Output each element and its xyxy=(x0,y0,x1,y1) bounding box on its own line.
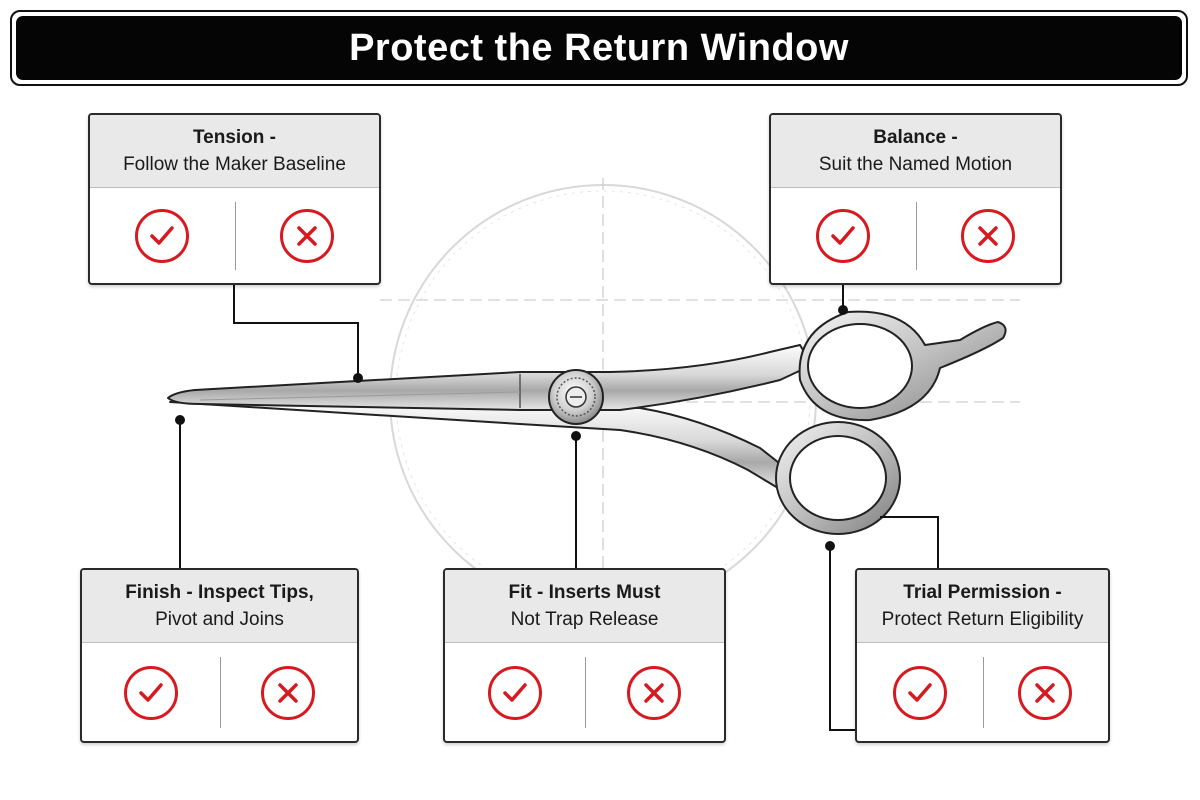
lower-blade xyxy=(169,401,789,489)
card-header: Trial Permission - Protect Return Eligib… xyxy=(857,570,1108,643)
card-header: Balance - Suit the Named Motion xyxy=(771,115,1060,188)
divider xyxy=(234,202,236,270)
card-body xyxy=(771,188,1060,283)
page-title: Protect the Return Window xyxy=(349,26,849,69)
card-body xyxy=(82,643,357,741)
card-fit: Fit - Inserts Must Not Trap Release xyxy=(443,568,726,743)
card-subtitle: Suit the Named Motion xyxy=(818,154,1013,175)
card-title: Finish - Inspect Tips, xyxy=(125,582,314,603)
divider xyxy=(982,657,984,728)
card-title: Balance - xyxy=(873,127,958,148)
card-balance: Balance - Suit the Named Motion xyxy=(769,113,1062,285)
card-title: Fit - Inserts Must xyxy=(508,582,661,603)
check-icon xyxy=(123,665,178,720)
title-bar: Protect the Return Window xyxy=(10,10,1188,86)
card-tension: Tension - Follow the Maker Baseline xyxy=(88,113,381,285)
divider xyxy=(219,657,221,728)
card-subtitle: Protect Return Eligibility xyxy=(881,609,1084,630)
check-icon xyxy=(892,665,947,720)
cross-icon xyxy=(279,209,334,263)
card-header: Fit - Inserts Must Not Trap Release xyxy=(445,570,724,643)
title-background: Protect the Return Window xyxy=(16,16,1182,80)
card-title: Tension - xyxy=(192,127,277,148)
connectors xyxy=(179,284,939,731)
card-header: Finish - Inspect Tips, Pivot and Joins xyxy=(82,570,357,643)
divider xyxy=(584,657,586,728)
connector-trial-side xyxy=(829,546,856,731)
upper-blade xyxy=(167,344,813,411)
check-icon xyxy=(487,665,542,720)
anchor-dots xyxy=(175,305,848,551)
cross-icon xyxy=(1018,665,1073,720)
connector-tension xyxy=(233,284,359,378)
divider xyxy=(915,202,917,270)
card-body xyxy=(90,188,379,283)
card-body xyxy=(445,643,724,741)
card-finish: Finish - Inspect Tips, Pivot and Joins xyxy=(80,568,359,743)
card-subtitle: Follow the Maker Baseline xyxy=(123,154,346,175)
cross-icon xyxy=(627,665,682,720)
check-icon xyxy=(816,209,871,263)
card-subtitle: Not Trap Release xyxy=(510,609,659,630)
check-icon xyxy=(135,209,190,263)
pivot-screw xyxy=(548,369,604,425)
scissors xyxy=(167,310,1007,535)
card-header: Tension - Follow the Maker Baseline xyxy=(90,115,379,188)
cross-icon xyxy=(261,665,316,720)
card-title: Trial Permission - xyxy=(903,582,1062,603)
card-body xyxy=(857,643,1108,741)
card-subtitle: Pivot and Joins xyxy=(155,609,284,630)
card-trial: Trial Permission - Protect Return Eligib… xyxy=(855,568,1110,743)
connector-trial xyxy=(880,516,939,570)
cross-icon xyxy=(960,209,1015,263)
